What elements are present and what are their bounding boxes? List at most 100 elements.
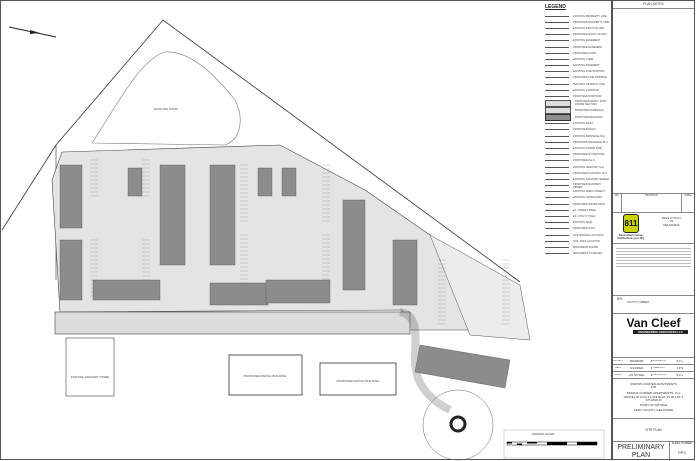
legend-symbol (545, 172, 569, 174)
sheet-title: SITE PLAN (613, 419, 694, 442)
firm-name: Van Cleef (626, 316, 681, 330)
signature-block: BY: SCOTT F. LIBBEAL (613, 296, 694, 314)
legend-label: EX. STREET TREE (573, 208, 596, 212)
legend-item: EXISTING SANITARY SEWER (545, 176, 611, 182)
legend-item: SOIL BORING LOCATION (545, 232, 611, 238)
east-parking (429, 234, 531, 341)
revision-header-revision: REVISION (622, 194, 682, 212)
legend-item: PROPOSED SIDEWALK (545, 106, 611, 114)
legend-item: EXISTING SANITARY M.H. (545, 164, 611, 170)
retail-label-2: PROPOSED RETAIL BUILDING (336, 379, 380, 383)
legend-item: EXISTING EASEMENT (545, 38, 611, 44)
legend-label: PROPOSED DRAINAGE M.H. (573, 140, 609, 144)
legend-symbol (545, 58, 569, 60)
for-label: FOR (650, 386, 657, 390)
title-block: PLAN NOTES NO. REVISION DATE 811 Know wh… (612, 0, 695, 461)
legend-label: PROPOSED BUILDING (575, 115, 603, 119)
legend-symbol (545, 52, 569, 54)
row-label2: CHECKED BY (651, 373, 667, 376)
legend-label: EXISTING STORM PIPE (573, 146, 602, 150)
grocery-label: EXISTING GROCERY STORE (71, 375, 109, 379)
legend-symbol (545, 216, 569, 218)
legend-item: PROPOSED PROPERTY LINE (545, 19, 611, 25)
sheet-status: PRELIMINARY PLAN SHEET NUMBER PP2 (613, 442, 694, 461)
sheet-number-label: SHEET NUMBER (671, 442, 693, 445)
delmarva-label: DELMARVA (663, 223, 680, 227)
town-name: TOWN OF SMYRNA (639, 403, 668, 408)
row-value: AS NOTED (623, 373, 652, 377)
pond-label: EXISTING POND (154, 107, 178, 111)
legend-label: PROPOSED SANITARY M.H. (573, 171, 608, 175)
legend-symbol (545, 123, 569, 125)
apartment-building (59, 164, 83, 229)
legend-symbol (545, 203, 569, 205)
legend-label: BUILDING SETBACK LINE (573, 82, 605, 86)
legend-label: EXISTING DRAINAGE M.H. (573, 134, 606, 138)
revision-header-date: DATE (684, 194, 692, 197)
parcel-id: PARCEL ID # DC-17-019.00-01-75.00 LOT 2 (623, 394, 684, 399)
legend-label: PROPOSED SANITARY SEWER (573, 182, 602, 189)
apartment-building (392, 239, 418, 306)
access-road (54, 311, 411, 335)
legend-symbol (545, 154, 569, 156)
legend-symbol (545, 77, 569, 79)
legend-item: MONUMENT TO BE SET (545, 251, 611, 257)
legend-label: SOIL BORING LOCATION (573, 233, 604, 237)
call-before-you-dig: Call before you dig. (617, 236, 645, 240)
firm-logo: Van Cleef ENGINEERING ASSOCIATES LLC (613, 314, 694, 358)
apartment-building (257, 167, 273, 197)
general-notes (613, 244, 694, 296)
legend-symbol (545, 129, 569, 131)
legend-item: EXISTING DRAINAGE M.H. (545, 133, 611, 139)
county-name: KENT COUNTY, DELAWARE (633, 407, 674, 412)
legend-symbol (545, 160, 569, 162)
row-label2: DESIGNED BY (651, 359, 667, 362)
legend-symbol (545, 99, 571, 107)
owner-name: SIMONS CORNER APARTMENTS, LLC (626, 390, 681, 395)
graphic-scale-bar (506, 441, 598, 446)
property-line (1, 19, 521, 283)
legend-symbol (545, 147, 569, 149)
legend-item: EX. UTILITY POLE (545, 213, 611, 219)
legend-label: EXISTING LINE STRIPING (573, 70, 605, 74)
legend-label: EXISTING WATER MAIN (573, 196, 603, 200)
legend-symbol (545, 113, 571, 121)
legend-symbol (545, 46, 569, 48)
know-whats-below: Know what's below. (618, 234, 644, 237)
legend-symbol (545, 234, 569, 236)
legend-label: PROPOSED RIGHT-OF-WAY (573, 33, 608, 37)
by-label: BY: (617, 296, 624, 301)
legend-symbol (545, 71, 569, 73)
situated-in-label: SITUATED IN (645, 399, 662, 403)
existing-grocery-store (65, 337, 115, 397)
legend-label: PROPOSED CONTOUR (573, 95, 602, 99)
legend-label: EXISTING SIGN (573, 221, 593, 225)
legend-symbol (545, 21, 569, 23)
project-name: SIMONS CORNER APARTMENTS (630, 382, 677, 386)
legend-label: EXISTING RIGHT-OF-WAY (573, 26, 605, 30)
legend-label: PROPOSED STORM PIPE (573, 153, 605, 157)
legend-symbol (545, 178, 569, 180)
miss-utility-box: 811 Know what's below. Call before you d… (613, 213, 694, 244)
legend-symbol (545, 34, 569, 36)
legend-label: EXISTING PAVEMENT (573, 64, 600, 68)
row-label2: DRAWN BY (653, 366, 665, 369)
legend-item: BUILDING SETBACK LINE (545, 81, 611, 87)
legend-item: EXISTING CURB (545, 56, 611, 62)
revision-table: NO. REVISION DATE (613, 194, 694, 213)
row-label: PROJECT (613, 359, 623, 362)
apartment-building (159, 164, 186, 266)
legend-label: EX. UTILITY POLE (573, 215, 596, 219)
legend-symbol (545, 228, 569, 230)
legend-symbol (545, 106, 571, 114)
apartment-building (209, 282, 269, 306)
legend-item: PROPOSED RIGHT-OF-WAY (545, 32, 611, 38)
row-value2: S.F.L. (676, 359, 685, 363)
apartment-buildings (59, 164, 418, 306)
legend-symbol (545, 83, 569, 85)
811-logo: 811 Know what's below. Call before you d… (613, 213, 649, 243)
